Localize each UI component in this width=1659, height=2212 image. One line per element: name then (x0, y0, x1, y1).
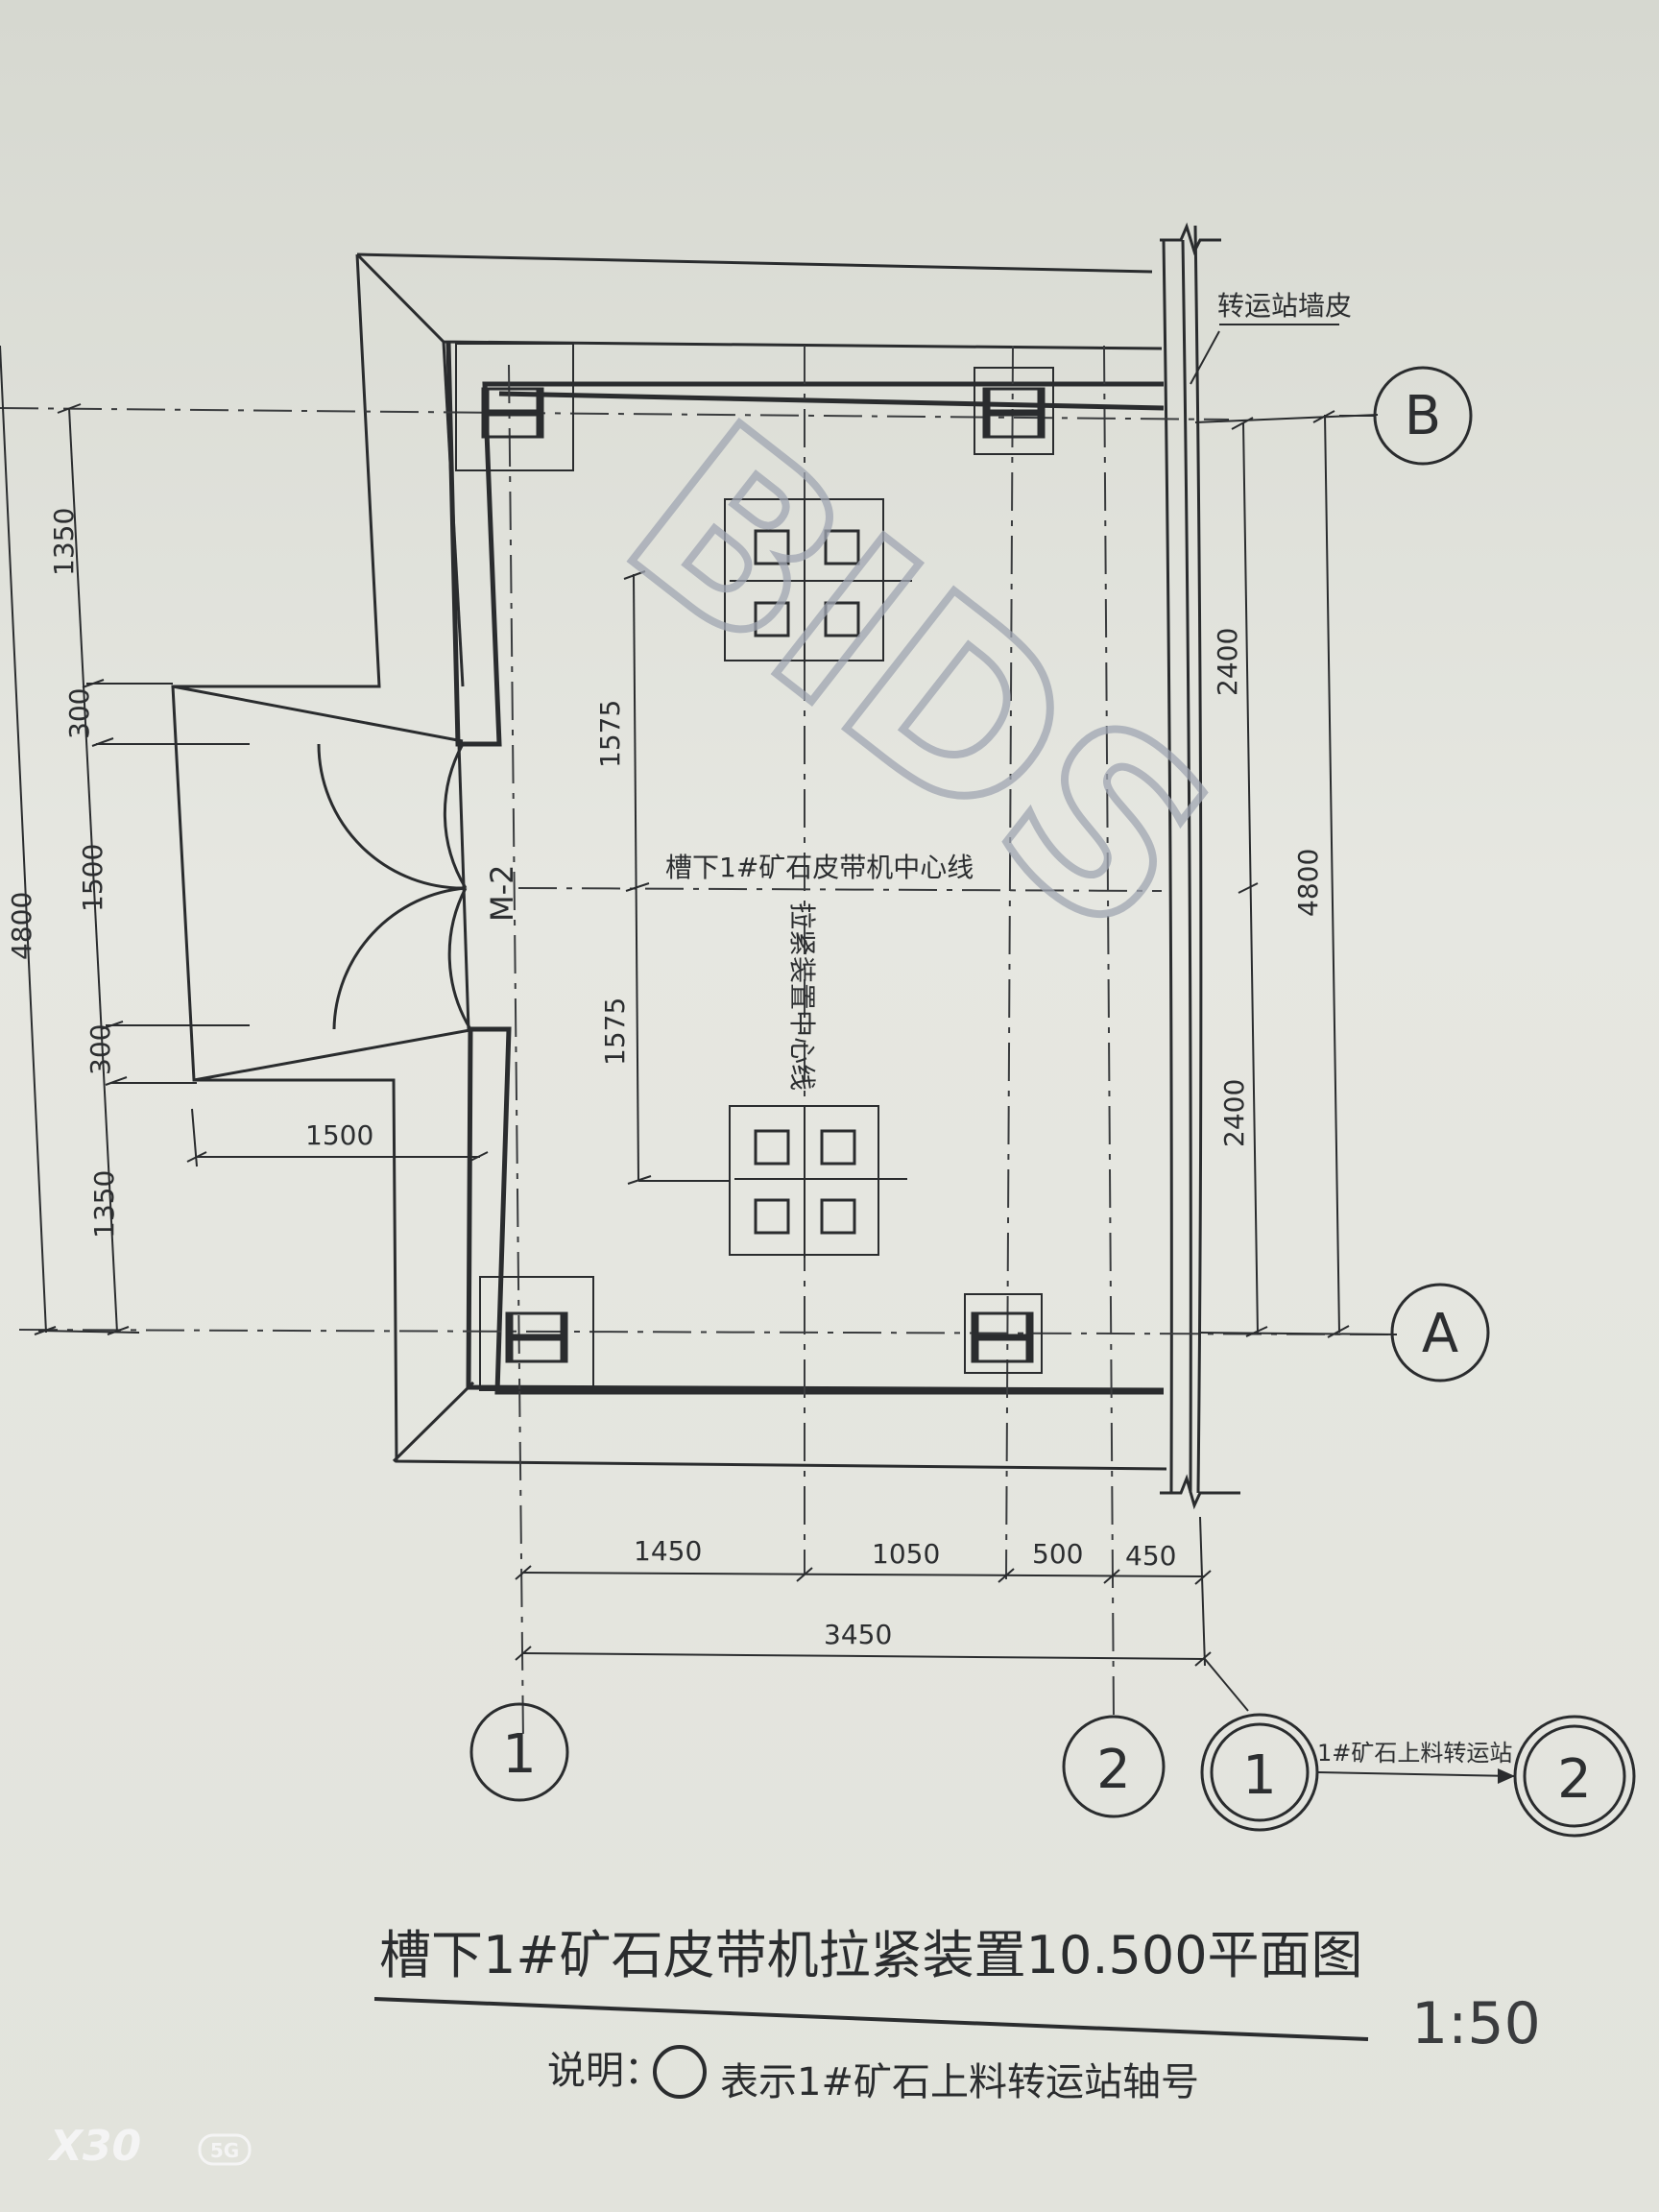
dim-bottom-500: 500 (1032, 1538, 1083, 1570)
dim-left-outer: 4800 (6, 892, 37, 960)
dim-left-300-top: 300 (63, 688, 95, 739)
station-link-arrow (1498, 1768, 1515, 1784)
column-pad-bottom-right (964, 1293, 1043, 1374)
dim-door-width: 1500 (305, 1119, 373, 1151)
belt-centerline-label: 槽下1#矿石皮带机中心线 (665, 852, 974, 883)
station-axis-label-1: 1 (1242, 1744, 1277, 1807)
inner-dimension-line (623, 570, 730, 1185)
bottom-dimension-lines (515, 1516, 1249, 1712)
axis-bubble-b: B (1339, 366, 1473, 466)
dim-left-top: 1350 (48, 508, 80, 576)
column-pad-top-left (455, 343, 574, 471)
station-wall (1160, 222, 1240, 1510)
dim-right-total: 4800 (1292, 849, 1324, 917)
equipment-foundation-top (724, 498, 912, 662)
dim-inner-top: 1575 (594, 700, 626, 768)
station-axis-bubble-2: 2 (1513, 1715, 1636, 1838)
dim-bottom-total: 3450 (824, 1619, 892, 1650)
dim-left-1500: 1500 (77, 844, 108, 912)
column-pad-top-right (974, 367, 1054, 455)
dim-inner-bottom: 1575 (599, 998, 631, 1066)
axis-label-2: 2 (1096, 1739, 1131, 1801)
axis-label-a: A (1422, 1303, 1458, 1365)
axis-label-b: B (1405, 385, 1441, 447)
dim-bottom-1450: 1450 (634, 1535, 702, 1567)
drawing-title: 槽下1#矿石皮带机拉紧装置10.500平面图 (379, 1925, 1363, 1985)
network-badge (198, 2133, 252, 2166)
axis-bubble-2: 2 (1062, 1715, 1166, 1818)
station-axis-bubble-1: 1 (1200, 1713, 1319, 1832)
axis-bubble-a: A (1390, 1283, 1490, 1382)
left-dimension-lines (0, 345, 489, 1335)
outer-slab-outline (171, 252, 1167, 1471)
wall-skin-label: 转运站墙皮 (1217, 290, 1352, 322)
station-axis-label-2: 2 (1557, 1748, 1592, 1811)
watermark: BIDS (580, 372, 1260, 989)
drawing-scale: 1:50 (1411, 1990, 1541, 2057)
wall-skin-leader (1190, 330, 1220, 385)
dim-bottom-1050: 1050 (872, 1538, 940, 1570)
equipment-foundation-bottom (729, 1105, 907, 1258)
title-underline (373, 1997, 1369, 2041)
column-pad-bottom-left (479, 1276, 594, 1391)
axis-label-1: 1 (502, 1723, 537, 1786)
tension-centerline-label: 拉紧装置中心线 (786, 902, 818, 1091)
right-dimension-lines (1194, 410, 1398, 1338)
dim-left-bottom: 1350 (88, 1170, 120, 1238)
dim-right-bottom: 2400 (1218, 1079, 1250, 1147)
station-link-label: 1#矿石上料转运站 (1317, 1740, 1512, 1767)
door-m2 (317, 743, 472, 1030)
phone-brand: X30 (47, 2122, 141, 2171)
note-circle-symbol (653, 2045, 707, 2099)
dim-left-300-bottom: 300 (84, 1024, 116, 1075)
station-link-line (1316, 1771, 1516, 1777)
note-text: 表示1#矿石上料转运站轴号 (720, 2060, 1199, 2104)
phone-network: 5G (210, 2139, 239, 2162)
dim-bottom-450: 450 (1125, 1540, 1176, 1572)
inner-wall (445, 342, 1165, 1395)
axis-bubble-1: 1 (469, 1702, 569, 1802)
note-prefix: 说明： (547, 2049, 662, 2093)
dim-right-top: 2400 (1212, 628, 1243, 696)
